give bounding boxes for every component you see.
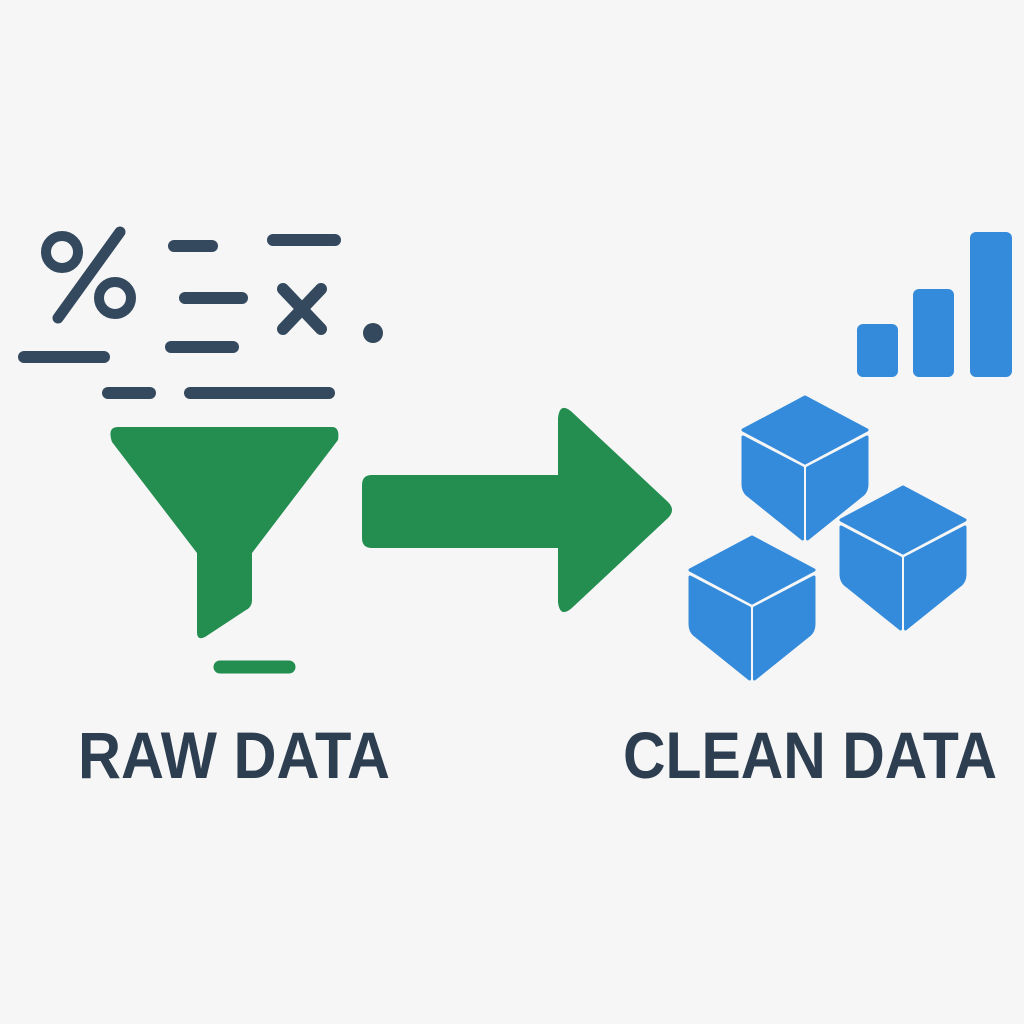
- multiply-icon: [277, 283, 327, 335]
- raw-data-symbols: [18, 226, 383, 399]
- bar-large: [970, 232, 1012, 377]
- cube-left-face: [688, 575, 751, 681]
- funnel-icon: [110, 427, 339, 674]
- cube-right-face: [904, 525, 967, 631]
- cube-top-face: [839, 485, 967, 555]
- cube-right-face: [806, 435, 869, 541]
- bar-chart-icon: [857, 232, 1012, 377]
- cube-right-face: [753, 575, 816, 681]
- arrow-right-icon: [362, 407, 672, 613]
- cube: [839, 485, 967, 631]
- cubes-icon: [688, 395, 967, 681]
- percent-icon: [41, 226, 136, 324]
- cube-top-face: [741, 395, 869, 465]
- dash-icon: [18, 234, 341, 399]
- bar-small: [857, 324, 898, 377]
- raw-data-label: RAW DATA: [78, 718, 390, 792]
- dot-icon: [363, 323, 383, 343]
- bar-medium: [913, 289, 954, 377]
- cube: [741, 395, 869, 541]
- cube-left-face: [839, 525, 902, 631]
- cube-top-face: [688, 535, 816, 605]
- cube-left-face: [741, 435, 804, 541]
- cube: [688, 535, 816, 681]
- clean-data-label: CLEAN DATA: [623, 718, 997, 792]
